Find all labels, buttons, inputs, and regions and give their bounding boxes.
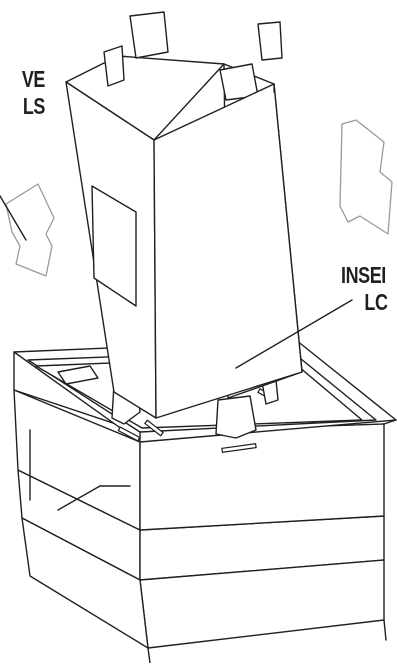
callout-right-line-2: LC	[341, 289, 388, 316]
side-panel-right	[340, 120, 392, 234]
side-panel-left	[6, 184, 54, 276]
callout-right: INSEI LC	[341, 262, 388, 316]
callout-left: VE LS	[8, 66, 45, 120]
callout-left-line-1: VE	[8, 66, 45, 93]
callout-left-line-2: LS	[8, 93, 45, 120]
callout-right-line-1: INSEI	[341, 262, 388, 289]
